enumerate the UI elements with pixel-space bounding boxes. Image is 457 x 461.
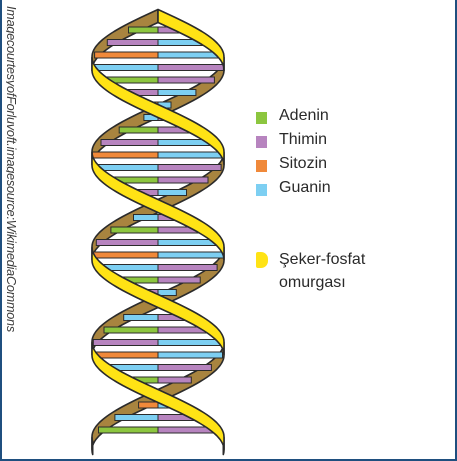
- base-left: [115, 415, 158, 421]
- base-left: [92, 252, 158, 258]
- dna-double-helix: [78, 8, 238, 458]
- base-right: [158, 190, 187, 196]
- base-left: [134, 215, 159, 221]
- base-right: [158, 340, 223, 346]
- base-right: [158, 352, 223, 358]
- base-left: [93, 340, 158, 346]
- strand-b-front-segment: [92, 58, 224, 165]
- base-left: [111, 227, 158, 233]
- guanin-swatch: [256, 184, 267, 196]
- base-left: [94, 352, 159, 358]
- backbone-swatch: [256, 252, 268, 268]
- base-right: [158, 152, 224, 158]
- base-right: [158, 77, 214, 83]
- base-right: [158, 165, 221, 171]
- base-left: [96, 240, 158, 246]
- base-left: [99, 427, 159, 433]
- base-left: [104, 327, 158, 333]
- legend-label-backbone: Şeker-fosfat omurgası: [279, 248, 365, 294]
- base-left: [93, 65, 158, 71]
- base-right: [158, 65, 223, 71]
- base-right: [158, 90, 196, 96]
- base-right: [158, 377, 191, 383]
- base-right: [158, 290, 176, 296]
- base-left: [92, 152, 158, 158]
- thimin-swatch: [256, 136, 267, 148]
- base-left: [124, 315, 158, 321]
- base-left: [101, 140, 158, 146]
- adenin-swatch: [256, 112, 267, 124]
- base-right: [158, 52, 221, 58]
- legend-label-backbone-line2: omurgası: [279, 271, 365, 294]
- base-left: [95, 165, 158, 171]
- base-left: [107, 40, 158, 46]
- base-right: [158, 252, 224, 258]
- legend-label-adenin: Adenin: [279, 107, 329, 125]
- base-left: [139, 402, 158, 408]
- strand-b-front-segment: [92, 248, 224, 355]
- base-right: [158, 277, 200, 283]
- image-credit: ImagecourtesyofForluvoft.imagesource:Wik…: [6, 0, 30, 461]
- base-left: [119, 127, 158, 133]
- base-right: [158, 365, 211, 371]
- sitozin-swatch: [256, 160, 267, 172]
- base-right: [158, 265, 217, 271]
- legend-label-thimin: Thimin: [279, 131, 327, 149]
- base-right: [158, 177, 208, 183]
- strand-b-front-segment: [92, 438, 93, 455]
- base-left: [95, 52, 158, 58]
- legend-label-sitozin: Sitozin: [279, 155, 327, 173]
- legend-label-backbone-line1: Şeker-fosfat: [279, 248, 365, 271]
- base-left: [129, 27, 159, 33]
- image-credit-text: ImagecourtesyofForluvoft.imagesource:Wik…: [6, 6, 18, 332]
- legend-label-guanin: Guanin: [279, 179, 331, 197]
